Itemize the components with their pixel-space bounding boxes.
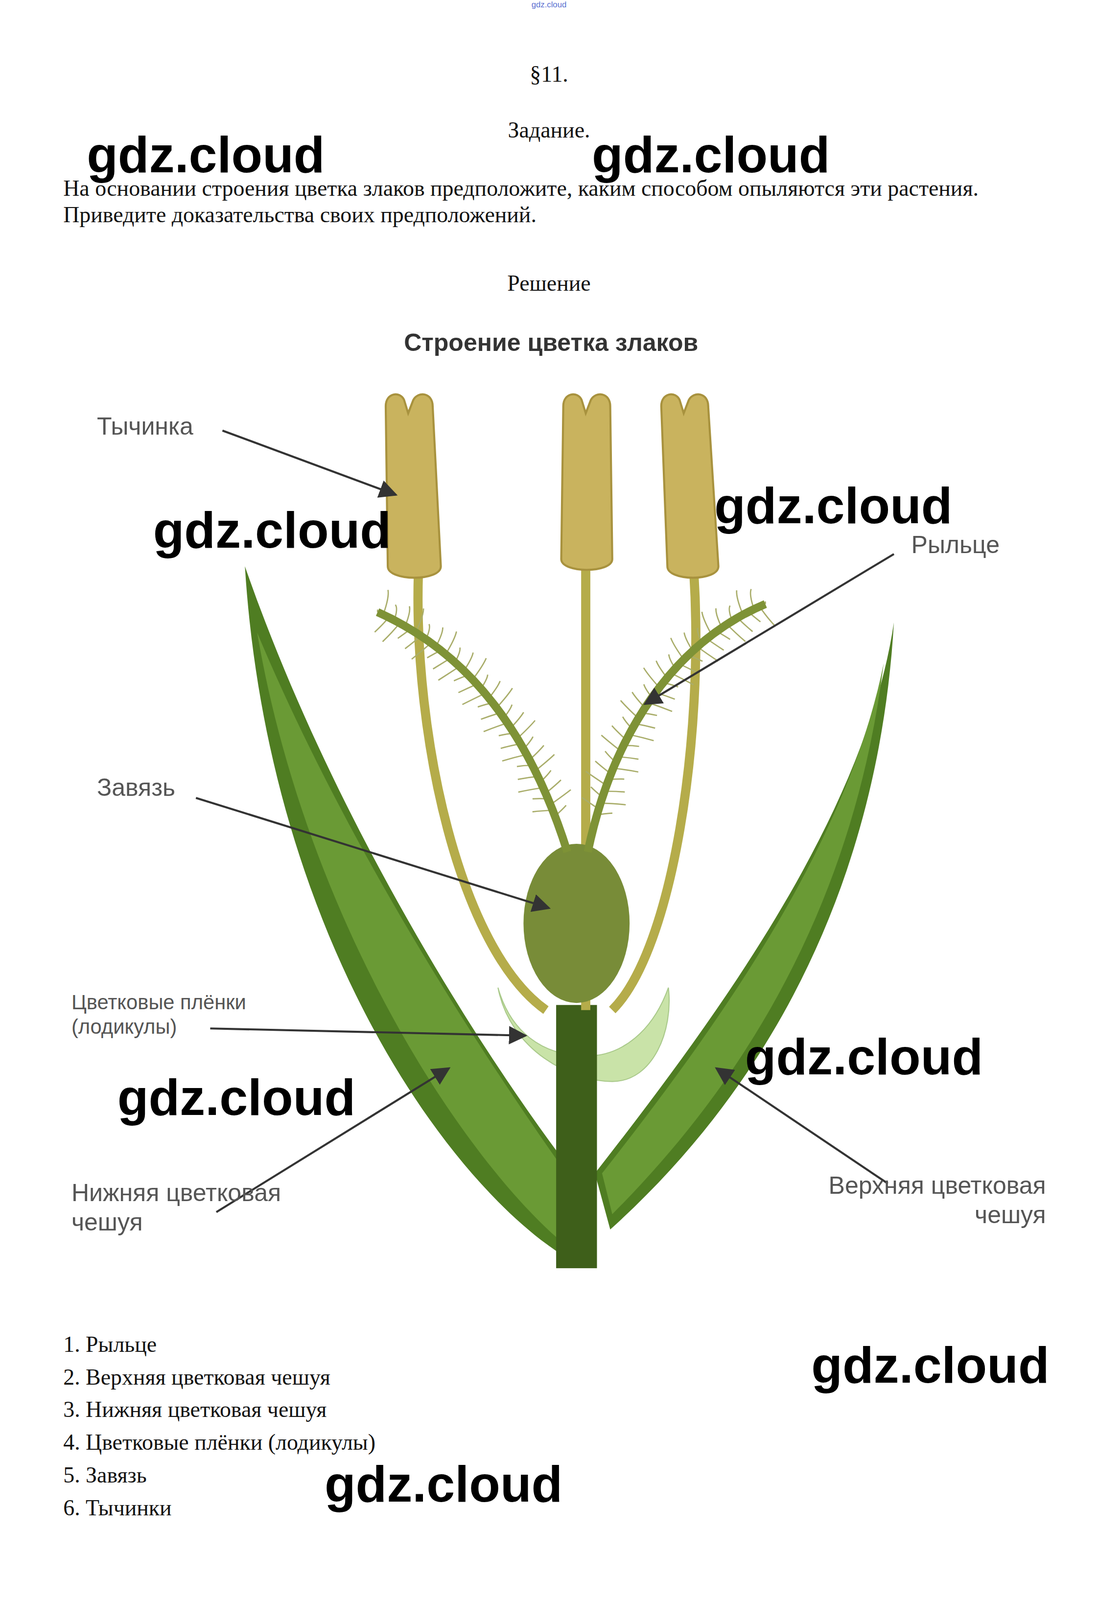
lower-scale-light <box>256 632 567 1240</box>
solution-heading: Решение <box>396 270 702 298</box>
stigma <box>377 612 568 853</box>
part-label: Нижняя цветковая чешуя <box>71 1178 337 1238</box>
anther <box>385 394 442 579</box>
part-label: Цветковые плёнки (лодикулы) <box>71 989 297 1039</box>
watermark: gdz.cloud <box>324 1454 590 1516</box>
part-label: Тычинка <box>96 412 230 442</box>
list-item: 3. Нижняя цветковая чешуя <box>63 1397 676 1425</box>
list-item: 4. Цветковые плёнки (лодикулы) <box>63 1429 676 1457</box>
ovary <box>523 843 630 1004</box>
part-label: Рыльце <box>911 530 1075 561</box>
part-label: Верхняя цветковая чешуя <box>785 1171 1047 1231</box>
part-label: Завязь <box>96 773 210 803</box>
watermark: gdz.cloud <box>745 1026 1011 1088</box>
leader-line <box>195 797 549 909</box>
watermark: gdz.cloud <box>446 0 652 10</box>
figure-title: Строение цветка злаков <box>296 328 807 358</box>
leader-line <box>210 1028 526 1036</box>
anther <box>561 394 613 571</box>
leader-line <box>644 554 894 704</box>
list-item: 2. Верхняя цветковая чешуя <box>63 1364 676 1392</box>
watermark: gdz.cloud <box>714 475 980 537</box>
list-item: 1. Рыльце <box>63 1331 676 1359</box>
anther <box>661 394 719 579</box>
stigma <box>587 604 766 853</box>
upper-scale-light <box>602 663 884 1215</box>
watermark: gdz.cloud <box>153 499 419 561</box>
section-number: §11. <box>446 61 652 89</box>
list-item: 6. Тычинки <box>63 1495 676 1522</box>
stigma-hairs <box>374 588 775 817</box>
stem <box>556 1004 597 1269</box>
task-text: На основании строения цветка злаков пред… <box>63 175 1028 230</box>
leader-line <box>222 430 396 495</box>
watermark: gdz.cloud <box>117 1067 383 1129</box>
lower-scale <box>244 566 574 1254</box>
watermark: gdz.cloud <box>811 1334 1077 1397</box>
